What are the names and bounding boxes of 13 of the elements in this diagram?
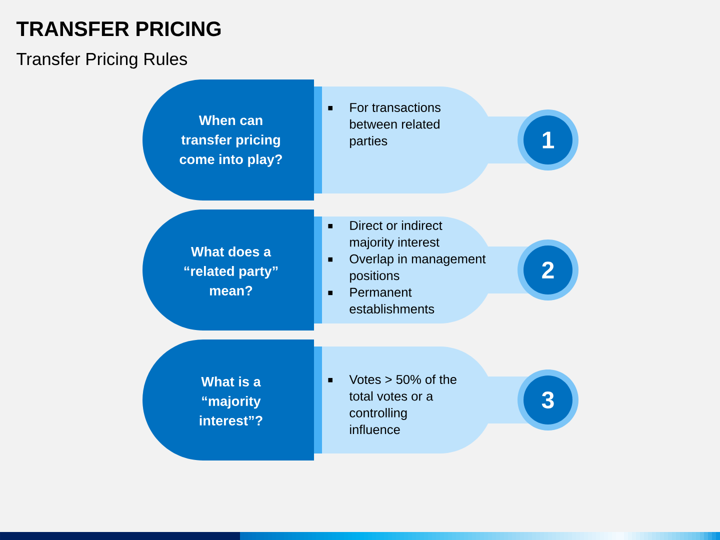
bullet-text: Votes > 50% of the total votes or a controlling influence [349,374,456,434]
answer-panel [314,216,530,324]
bullet-text: For transactions between related parties [350,102,440,148]
subtitle: Transfer Pricing Rules [16,52,188,69]
bullet-text: Permanent establishments [350,288,434,314]
bullet-text: Overlap in management positions [350,254,486,283]
question-panel: When can transfer pricing come into play? [142,80,314,200]
title: TRANSFER PRICING [16,21,221,36]
question-panel: What is a “majority interest”? [142,340,314,460]
answer-panel [314,86,530,194]
question-panel: What does a “related party” mean? [142,210,314,330]
bullet-text: Direct or indirect majority interest [350,220,442,250]
answer-panel [314,346,530,454]
